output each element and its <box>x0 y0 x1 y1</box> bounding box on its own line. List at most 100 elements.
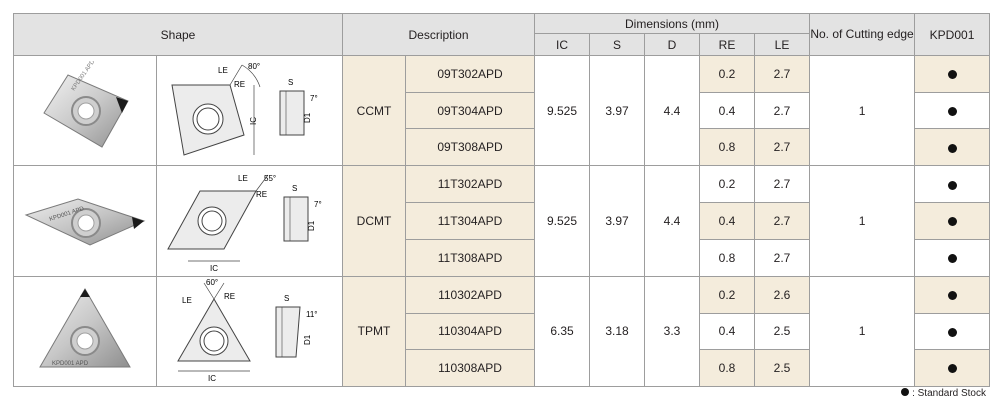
drawing-angle: 80° <box>248 62 260 71</box>
insert-photo-dcmt: KPD001 APD <box>13 165 157 277</box>
standard-stock-dot-icon <box>947 327 957 337</box>
value-le: 2.5 <box>754 348 811 388</box>
drawing-d1: D1 <box>303 335 312 346</box>
standard-stock-dot-icon <box>901 388 910 397</box>
value-le: 2.7 <box>754 92 811 130</box>
drawing-s: S <box>284 294 289 303</box>
legend: : Standard Stock <box>901 388 986 399</box>
drawing-d1: D1 <box>307 220 316 231</box>
value-re: 0.4 <box>699 92 756 130</box>
header-dimensions: Dimensions (mm) <box>534 13 811 34</box>
table-row: 11T308APD 0.8 2.7 <box>14 238 991 277</box>
standard-stock-dot-icon <box>947 106 957 116</box>
value-cutting-edges: 1 <box>809 275 916 388</box>
product-code: 110308APD <box>405 348 536 388</box>
product-code: 09T308APD <box>405 128 536 167</box>
standard-stock-dot-icon <box>947 291 957 300</box>
series-dcmt: DCMT <box>342 165 407 277</box>
drawing-s: S <box>292 184 297 193</box>
drawing-re: RE <box>224 292 235 301</box>
header-description: Description <box>342 13 536 56</box>
drawing-le: LE <box>218 66 228 75</box>
series-ccmt: CCMT <box>342 54 407 167</box>
value-le: 2.6 <box>754 275 811 314</box>
value-re: 0.4 <box>699 312 756 350</box>
table-row: 110304APD 0.4 2.5 <box>14 312 991 350</box>
value-le: 2.7 <box>754 165 811 204</box>
header-grade: KPD001 <box>914 13 991 56</box>
table-row: 09T304APD 0.4 2.7 <box>14 92 991 130</box>
value-ic: 9.525 <box>534 54 591 167</box>
product-code: 09T302APD <box>405 54 536 94</box>
drawing-clearance: 7° <box>310 94 318 103</box>
value-s: 3.97 <box>589 54 646 167</box>
standard-stock-dot-icon <box>947 70 957 80</box>
drawing-re: RE <box>234 80 245 89</box>
drawing-s: S <box>288 78 293 87</box>
stock-indicator <box>914 238 991 277</box>
value-ic: 6.35 <box>534 275 591 388</box>
product-code: 09T304APD <box>405 92 536 130</box>
stock-indicator <box>914 312 991 350</box>
value-s: 3.97 <box>589 165 646 277</box>
insert-spec-table: Shape Description Dimensions (mm) No. of… <box>12 13 991 388</box>
value-d: 4.4 <box>644 165 701 277</box>
insert-photo-tpmt: KPD001 APD <box>13 275 157 388</box>
drawing-angle: 55° <box>264 174 276 183</box>
stock-indicator <box>914 128 991 167</box>
standard-stock-dot-icon <box>947 253 957 263</box>
drawing-angle: 60° <box>206 278 218 287</box>
drawing-ic: IC <box>210 264 218 273</box>
value-d: 3.3 <box>644 275 701 388</box>
value-cutting-edges: 1 <box>809 54 916 167</box>
header-ic: IC <box>534 33 591 56</box>
product-code: 11T308APD <box>405 238 536 277</box>
insert-photo-ccmt: KPD001 APD <box>13 54 157 167</box>
table-row: KPD001 APD 60° LE RE <box>13 275 991 388</box>
stock-indicator <box>914 275 991 314</box>
drawing-clearance: 11° <box>306 310 318 319</box>
table-row: 110308APD 0.8 2.5 <box>14 348 991 388</box>
insert-drawing-tpmt: 60° LE RE IC S 11° D1 <box>155 275 344 388</box>
drawing-clearance: 7° <box>314 200 322 209</box>
insert-drawing-ccmt: 80° LE RE IC S 7° D1 <box>155 54 344 167</box>
series-tpmt: TPMT <box>342 275 407 388</box>
value-d: 4.4 <box>644 54 701 167</box>
value-re: 0.8 <box>699 238 756 277</box>
header-d: D <box>644 33 701 56</box>
stock-indicator <box>914 54 991 94</box>
table-row: 11T304APD 0.4 2.7 <box>14 202 991 240</box>
value-cutting-edges: 1 <box>809 165 916 277</box>
photo-marking: KPD001 APD <box>52 361 89 367</box>
header-le: LE <box>754 33 811 56</box>
header-re: RE <box>699 33 756 56</box>
drawing-d1: D1 <box>303 112 312 123</box>
table-row: KPD001 APD 55° LE RE IC <box>13 165 991 277</box>
stock-indicator <box>914 92 991 130</box>
value-le: 2.7 <box>754 202 811 240</box>
table-row: 09T308APD 0.8 2.7 <box>14 128 991 167</box>
header-s: S <box>589 33 646 56</box>
standard-stock-dot-icon <box>947 143 957 153</box>
value-re: 0.2 <box>699 275 756 314</box>
drawing-ic: IC <box>208 374 216 383</box>
stock-indicator <box>914 202 991 240</box>
value-ic: 9.525 <box>534 165 591 277</box>
value-le: 2.7 <box>754 238 811 277</box>
legend-label: : Standard Stock <box>912 388 986 399</box>
table-row: KPD001 APD 80° LE RE <box>13 54 991 167</box>
drawing-le: LE <box>238 174 248 183</box>
value-re: 0.2 <box>699 54 756 94</box>
insert-drawing-dcmt: 55° LE RE IC S 7° D1 <box>155 165 344 277</box>
value-le: 2.7 <box>754 128 811 167</box>
product-code: 110304APD <box>405 312 536 350</box>
product-code: 11T302APD <box>405 165 536 204</box>
value-re: 0.8 <box>699 348 756 388</box>
product-code: 110302APD <box>405 275 536 314</box>
product-code: 11T304APD <box>405 202 536 240</box>
drawing-le: LE <box>182 296 192 305</box>
value-le: 2.7 <box>754 54 811 94</box>
standard-stock-dot-icon <box>947 180 957 190</box>
stock-indicator <box>914 165 991 204</box>
